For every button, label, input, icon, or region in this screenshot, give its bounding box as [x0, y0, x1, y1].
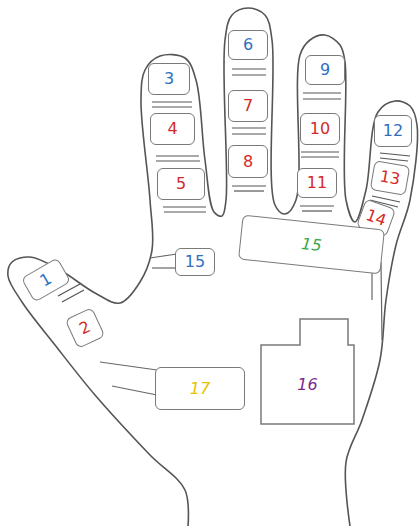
region-guide-line — [381, 262, 382, 340]
hand-region-box: 15 — [175, 248, 215, 276]
hand-region-box: 1 — [21, 257, 71, 302]
finger-joint-line — [62, 290, 84, 302]
callout-number: 8 — [243, 153, 253, 171]
region-guide-line — [100, 362, 157, 370]
finger-joint-line — [156, 160, 200, 161]
hand-region-box: 4 — [150, 113, 195, 145]
finger-joint-line — [152, 106, 192, 107]
finger-joint-line — [380, 153, 410, 156]
callout-number: 11 — [307, 174, 327, 192]
region-guide-line — [152, 267, 177, 268]
hand-region-box: 10 — [300, 113, 340, 145]
callout-number: 16 — [297, 376, 317, 394]
callout-number: 6 — [243, 36, 253, 54]
hand-region-box: 2 — [65, 307, 106, 349]
callout-number: 14 — [363, 206, 388, 229]
callout-number: 2 — [77, 318, 94, 338]
hand-outline — [8, 8, 418, 526]
finger-joint-line — [301, 156, 339, 157]
callout-number: 1 — [37, 270, 55, 290]
callout-number: 4 — [167, 120, 177, 138]
callout-number: 10 — [310, 120, 330, 138]
hand-region-box: 5 — [157, 168, 205, 200]
finger-joint-line — [152, 101, 192, 102]
finger-joint-line — [232, 127, 266, 128]
hand-region-box: 11 — [297, 168, 337, 198]
hand-region-box: 8 — [228, 145, 268, 178]
finger-joint-line — [300, 205, 334, 206]
hand-region-box: 3 — [148, 63, 190, 95]
hand-region-box: 16 — [260, 318, 355, 425]
finger-joint-line — [234, 190, 264, 191]
callout-number: 3 — [164, 70, 174, 88]
callout-number: 15 — [185, 253, 205, 271]
hand-region-box: 13 — [370, 160, 411, 196]
callout-number: 7 — [243, 97, 253, 115]
callout-number: 17 — [190, 380, 210, 398]
finger-joint-line — [303, 98, 341, 99]
finger-joint-line — [232, 74, 266, 75]
hand-region-box: 9 — [305, 55, 345, 85]
finger-joint-line — [232, 68, 266, 69]
hand-region-box: 12 — [374, 115, 412, 147]
finger-joint-line — [302, 210, 332, 211]
callout-number: 15 — [300, 235, 322, 255]
finger-joint-line — [156, 155, 199, 156]
finger-joint-line — [232, 133, 266, 134]
finger-joint-line — [301, 151, 339, 152]
finger-joint-line — [380, 158, 408, 161]
hand-region-box: 6 — [228, 30, 268, 60]
hand-region-box: 7 — [228, 90, 268, 122]
region-outline — [261, 319, 354, 424]
callout-number: 12 — [383, 122, 403, 140]
finger-joint-line — [232, 185, 266, 186]
region-outline — [260, 318, 355, 425]
callout-number: 9 — [320, 61, 330, 79]
callout-number: 5 — [176, 175, 186, 193]
region-guide-line — [112, 386, 157, 395]
finger-joint-line — [163, 206, 206, 207]
callout-number: 13 — [378, 168, 401, 189]
region-guide-line — [150, 254, 177, 258]
finger-joint-line — [164, 211, 206, 212]
hand-region-box: 17 — [155, 367, 245, 410]
finger-joint-line — [303, 92, 341, 93]
